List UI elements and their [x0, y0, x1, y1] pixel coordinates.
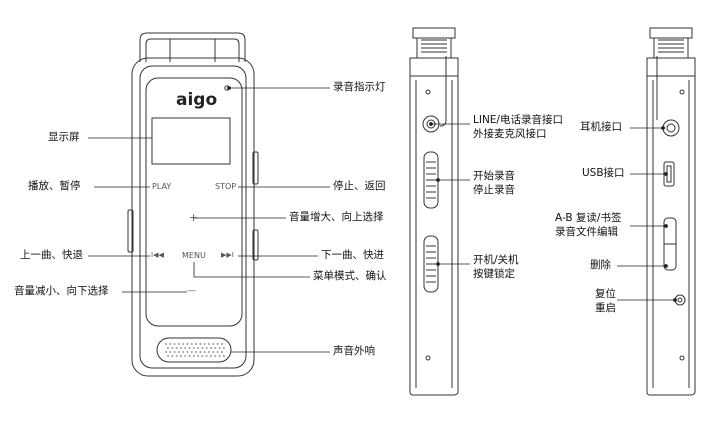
speaker-hole: [205, 355, 208, 357]
speaker-hole: [199, 351, 202, 353]
speaker-hole: [222, 347, 225, 349]
aigo-logo: aigo: [176, 90, 218, 110]
speaker-hole: [218, 355, 221, 357]
speaker-hole: [192, 355, 195, 357]
speaker-hole: [179, 347, 182, 349]
speaker-hole: [203, 351, 206, 353]
speaker-hole: [169, 343, 172, 345]
stop-key-label: STOP: [215, 182, 237, 191]
speaker-hole: [182, 351, 185, 353]
speaker-hole: [190, 343, 193, 345]
speaker-hole: [175, 347, 178, 349]
delete-callout: 删除: [590, 259, 611, 271]
speaker-hole: [212, 351, 215, 353]
speaker-hole: [197, 347, 200, 349]
speaker-hole: [205, 347, 208, 349]
speaker-hole: [188, 347, 191, 349]
speaker-hole: [184, 355, 187, 357]
speaker-hole: [186, 351, 189, 353]
reset-callout-2: 重启: [595, 302, 616, 314]
speaker-hole: [195, 343, 198, 345]
speaker-hole: [195, 351, 198, 353]
side-view-right: [646, 27, 696, 396]
earphone-callout: 耳机接口: [580, 121, 622, 133]
speaker-hole: [212, 343, 215, 345]
speaker-hole: [171, 355, 174, 357]
speaker-hole: [169, 351, 172, 353]
side-view-left: [409, 27, 459, 396]
speaker-hole: [201, 347, 204, 349]
minus-key-label: —: [187, 286, 196, 296]
vol-up-callout: 音量增大、向上选择: [289, 211, 384, 223]
usb-callout: USB接口: [582, 167, 625, 179]
speaker-hole: [167, 347, 169, 349]
speaker-hole: [165, 351, 167, 353]
speaker-hole: [182, 343, 185, 345]
speaker-hole: [210, 355, 212, 357]
speaker-hole: [188, 355, 191, 357]
speaker-grill: [165, 343, 225, 357]
speaker-hole: [220, 351, 223, 353]
play-key-label: PLAY: [152, 182, 172, 191]
speaker-hole: [216, 351, 219, 353]
speaker-hole: [203, 343, 206, 345]
speaker-hole: [218, 347, 221, 349]
leader-lines: [88, 86, 677, 353]
speaker-hole: [173, 351, 176, 353]
display-callout: 显示屏: [48, 131, 80, 143]
speaker-hole: [175, 355, 178, 357]
speaker-hole: [190, 351, 193, 353]
rec-callout-2: 停止录音: [473, 184, 515, 196]
rec-callout-1: 开始录音: [473, 170, 515, 182]
stop-back-callout: 停止、返回: [333, 180, 386, 192]
speaker-hole: [208, 343, 210, 345]
speaker-hole: [177, 343, 180, 345]
speaker-hole: [214, 355, 217, 357]
rec-light-callout: 录音指示灯: [333, 81, 386, 93]
plus-key-label: +: [189, 211, 199, 224]
play-pause-callout: 播放、暂停: [28, 180, 81, 192]
speaker-hole: [201, 355, 204, 357]
menu-callout: 菜单模式、确认: [313, 270, 387, 282]
speaker-hole: [179, 355, 182, 357]
speaker-hole: [165, 343, 167, 345]
prev-callout: 上一曲、快退: [20, 249, 83, 261]
menu-key-label: MENU: [182, 251, 206, 260]
speaker-hole: [173, 343, 176, 345]
speaker-hole: [220, 343, 223, 345]
prev-key-label: I◀◀: [151, 251, 164, 259]
power-callout-2: 按键锁定: [473, 268, 515, 280]
speaker-hole: [167, 355, 169, 357]
line-in-callout-2: 外接麦克风接口: [473, 128, 547, 140]
speaker-hole: [186, 343, 189, 345]
power-callout-1: 开机/关机: [473, 254, 519, 266]
speaker-hole: [222, 355, 225, 357]
speaker-hole: [177, 351, 180, 353]
speaker-callout: 声音外响: [333, 345, 375, 357]
front-view: [127, 32, 259, 377]
speaker-hole: [210, 347, 212, 349]
speaker-hole: [184, 347, 187, 349]
speaker-hole: [197, 355, 200, 357]
speaker-hole: [199, 343, 202, 345]
speaker-hole: [214, 347, 217, 349]
speaker-hole: [216, 343, 219, 345]
vol-down-callout: 音量减小、向下选择: [14, 285, 109, 297]
ab-repeat-callout-1: A-B 复读/书签: [555, 212, 622, 224]
reset-callout-1: 复位: [595, 288, 616, 300]
next-callout: 下一曲、快进: [321, 249, 384, 261]
ab-repeat-callout-2: 录音文件编辑: [555, 226, 618, 238]
speaker-hole: [192, 347, 195, 349]
speaker-hole: [171, 347, 174, 349]
speaker-hole: [208, 351, 210, 353]
next-key-label: ▶▶I: [221, 251, 234, 259]
line-in-callout-1: LINE/电话录音接口: [473, 114, 563, 126]
